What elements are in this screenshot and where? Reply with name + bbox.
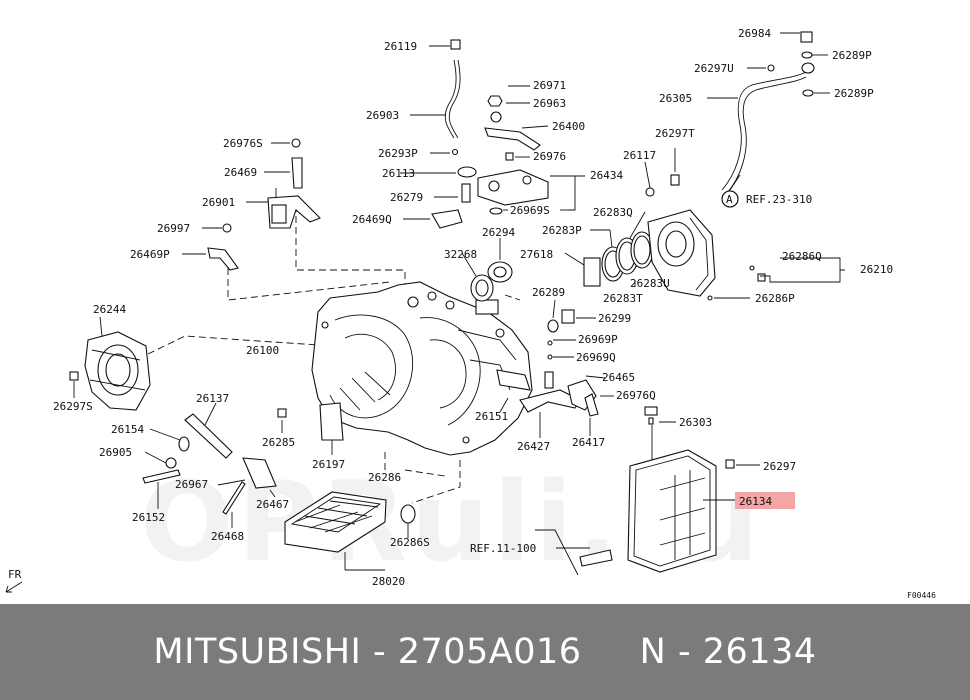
- label-26134: 26134: [739, 495, 772, 508]
- exploded-parts-diagram: OPRuli.ru: [5, 27, 936, 600]
- label-26279: 26279: [390, 191, 423, 204]
- label-26969q: 26969Q: [576, 351, 616, 364]
- seals-and-spring: [461, 238, 601, 360]
- label-26468: 26468: [211, 530, 244, 543]
- ref-11-100: REF.11-100: [470, 542, 536, 555]
- label-26465: 26465: [602, 371, 635, 384]
- label-26286p: 26286P: [755, 292, 795, 305]
- part-caption: MITSUBISHI - 2705A016 N - 26134: [153, 632, 817, 672]
- label-26469p: 26469P: [130, 248, 170, 261]
- ref-circle: [721, 190, 739, 208]
- label-26283u: 26283U: [630, 277, 670, 290]
- label-26963: 26963: [533, 97, 566, 110]
- label-26434: 26434: [590, 169, 623, 182]
- front-marker: FR: [5, 568, 23, 593]
- label-26197: 26197: [312, 458, 345, 471]
- label-26984: 26984: [738, 27, 771, 40]
- figure-code: F00446: [907, 591, 936, 600]
- label-26100: 26100: [246, 344, 279, 357]
- label-26154: 26154: [111, 423, 144, 436]
- front-marker-label: FR: [8, 568, 22, 581]
- label-26305: 26305: [659, 92, 692, 105]
- label-26152: 26152: [132, 511, 165, 524]
- label-26400: 26400: [552, 120, 585, 133]
- label-26210: 26210: [860, 263, 893, 276]
- label-26297u: 26297U: [694, 62, 734, 75]
- part-labels: 26119 26903 26971 26963 26400 26976 2629…: [53, 27, 893, 588]
- label-26905: 26905: [99, 446, 132, 459]
- transmission-case: [311, 281, 533, 456]
- label-26289p-upper: 26289P: [832, 49, 872, 62]
- label-26997: 26997: [157, 222, 190, 235]
- label-26151: 26151: [475, 410, 508, 423]
- label-26903: 26903: [366, 109, 399, 122]
- label-26967: 26967: [175, 478, 208, 491]
- label-26976: 26976: [533, 150, 566, 163]
- label-26283q: 26283Q: [593, 206, 633, 219]
- label-26469: 26469: [224, 166, 257, 179]
- oil-cooler-pipe: [707, 31, 830, 208]
- label-26286s: 26286S: [390, 536, 430, 549]
- label-26976s: 26976S: [223, 137, 263, 150]
- label-28020: 28020: [372, 575, 405, 588]
- detent-and-lever-parts: [496, 369, 614, 438]
- oil-pan: [535, 406, 760, 576]
- label-26303: 26303: [679, 416, 712, 429]
- label-26469q: 26469Q: [352, 213, 392, 226]
- oil-dipstick: [410, 39, 461, 139]
- oil-strainer: [284, 491, 416, 571]
- side-cover: [69, 316, 151, 411]
- label-26294: 26294: [482, 226, 515, 239]
- ref-23-310: REF.23-310: [746, 193, 812, 206]
- label-26293p: 26293P: [378, 147, 418, 160]
- clutch-rings: [590, 148, 845, 301]
- label-26297t: 26297T: [655, 127, 695, 140]
- label-26969s: 26969S: [510, 204, 550, 217]
- shift-linkage-parts: [400, 85, 585, 229]
- label-26417: 26417: [572, 436, 605, 449]
- label-26297: 26297: [763, 460, 796, 473]
- label-26283p: 26283P: [542, 224, 582, 237]
- label-26297s: 26297S: [53, 400, 93, 413]
- label-26286: 26286: [368, 471, 401, 484]
- label-26285: 26285: [262, 436, 295, 449]
- label-26427: 26427: [517, 440, 550, 453]
- reference-callouts: A REF.23-310 REF.11-100: [470, 190, 812, 555]
- label-26289: 26289: [532, 286, 565, 299]
- label-26971: 26971: [533, 79, 566, 92]
- label-26976q: 26976Q: [616, 389, 656, 402]
- lower-left-parts: [142, 402, 344, 528]
- label-26299: 26299: [598, 312, 631, 325]
- label-26119: 26119: [384, 40, 417, 53]
- dashed-guide-lines: [147, 205, 521, 504]
- label-32268: 32268: [444, 248, 477, 261]
- label-26289p-lower: 26289P: [834, 87, 874, 100]
- solenoid-bracket-group: [182, 138, 321, 271]
- label-26113: 26113: [382, 167, 415, 180]
- label-26117: 26117: [623, 149, 656, 162]
- caption-bar: MITSUBISHI - 2705A016 N - 26134: [0, 604, 970, 700]
- label-26137: 26137: [196, 392, 229, 405]
- highlight-box: [735, 492, 795, 509]
- label-26969p: 26969P: [578, 333, 618, 346]
- label-26244: 26244: [93, 303, 126, 316]
- label-26286q: 26286Q: [782, 250, 822, 263]
- label-26467: 26467: [256, 498, 289, 511]
- label-26283t: 26283T: [603, 292, 643, 305]
- label-26901: 26901: [202, 196, 235, 209]
- label-27618: 27618: [520, 248, 553, 261]
- ref-a-letter: A: [726, 193, 733, 206]
